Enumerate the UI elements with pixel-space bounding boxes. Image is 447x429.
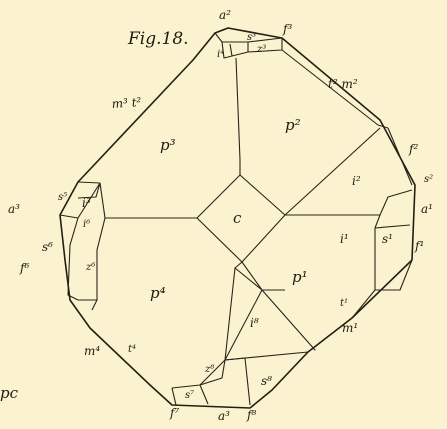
edge-p2-i2 [284, 127, 381, 216]
label-f1: f¹ [414, 239, 424, 253]
edge-left-lower [78, 217, 106, 311]
edge-c-links [105, 160, 380, 269]
edge-i8-region [224, 289, 309, 361]
label-t2m2: t² m² [328, 77, 358, 91]
label-a3: a³ [8, 202, 20, 216]
edge-right-top [387, 127, 413, 186]
edge-left-cluster [59, 181, 106, 301]
edge-a2-region [214, 32, 283, 43]
label-a2: a² [219, 8, 231, 22]
face-label-s1: s¹ [382, 232, 393, 246]
corner-text: pc [0, 384, 19, 402]
label-a3-bottom: a³ [218, 409, 230, 423]
edge-p3-p2 [235, 57, 241, 161]
label-s3: s³ [247, 32, 256, 43]
face-label-p1: p¹ [292, 268, 308, 286]
face-label-i8: i⁸ [250, 316, 259, 330]
face-label-i1: i¹ [340, 232, 349, 246]
edge-right-cluster [351, 189, 413, 319]
face-label-z6: z⁶ [85, 262, 95, 273]
label-m4: m⁴ [84, 344, 100, 358]
label-m1: m¹ [342, 321, 358, 335]
face-label-p4: p⁴ [150, 284, 166, 302]
edge-lower [171, 261, 316, 406]
label-f8: f⁸ [246, 408, 256, 422]
face-label-i2: i² [352, 174, 361, 188]
label-t4: t⁴ [128, 344, 136, 355]
figure-title: Fig.18. [127, 29, 189, 49]
label-i4: i⁴ [217, 49, 224, 60]
label-s7: s⁷ [185, 390, 194, 401]
face-label-i3: i³ [82, 196, 91, 210]
label-s5: s⁵ [58, 192, 67, 203]
face-label-s6: s⁶ [42, 240, 53, 254]
face-label-p2: p² [285, 116, 301, 134]
face-label-i6: i⁶ [83, 219, 90, 230]
label-z8: z⁸ [204, 364, 214, 375]
face-label-c: c [233, 209, 242, 227]
label-t1: t¹ [340, 298, 348, 309]
label-f2: f² [408, 142, 418, 156]
label-s2: s² [424, 174, 433, 185]
label-f7: f⁷ [169, 406, 179, 420]
face-label-p3: p³ [160, 136, 176, 154]
label-f3: f³ [282, 22, 292, 36]
label-z3: z³ [256, 44, 266, 55]
edge-bottom-small [171, 359, 226, 406]
label-a1: a¹ [421, 202, 433, 216]
edge-upper-left [77, 59, 194, 183]
label-m3t2: m³ t² [111, 95, 142, 111]
face-label-s8: s⁸ [261, 374, 272, 388]
label-f6: f⁶ [19, 261, 29, 275]
edge-p2-right [281, 49, 389, 129]
